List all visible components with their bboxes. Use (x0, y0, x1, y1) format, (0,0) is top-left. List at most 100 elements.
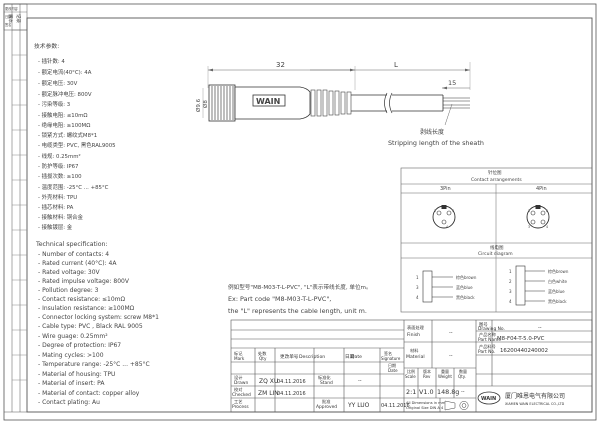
spec-en-item: - Pollution degree: 3 (38, 287, 99, 294)
tb-sign-cn: 签名 (384, 350, 392, 356)
tb-qty-en: Qty (259, 356, 267, 361)
tb-note-dimensions: All Dimensions in mm (406, 401, 446, 405)
tb-mark-en: Mark (234, 356, 245, 361)
example-line-en1: Ex: Part code "M8-M03-T-L-PVC", (228, 295, 331, 303)
circuit-4pin-num: 2 (509, 279, 512, 284)
margin-label-record: 记录 (15, 14, 22, 23)
tb-weight-value: 148.8g (437, 388, 459, 396)
strip-length-en: Stripping length of the sheath (388, 139, 484, 147)
company-name-en: XIAMEN WAIN ELECTRICAL CO.,LTD (505, 402, 565, 406)
spec-en-item: - Material of contact: copper alloy (38, 390, 140, 397)
spec-en-item: - Material of insert: PA (38, 380, 105, 387)
tb-date-en: Date (351, 354, 362, 360)
circuit-header-en: Circuit diagram (478, 251, 513, 257)
tb-checked-en: Checked (232, 392, 251, 398)
spec-en-title: Technical specification: (35, 241, 107, 248)
svg-text:2: 2 (546, 209, 548, 213)
strip-leader-line (444, 103, 453, 126)
tb-rev-en: Rev (423, 374, 431, 379)
revision-block: 更改内容 日期 签名 (3, 3, 28, 31)
spec-en-item: - Connector locking system: screw M8*1 (38, 314, 159, 321)
svg-text:1: 1 (434, 209, 436, 213)
tb-partname-cn: 产品名称 (479, 331, 496, 338)
circuit-4pin-wire: 黑色black (548, 298, 567, 304)
circuit-4pin-num: 3 (509, 289, 512, 294)
spec-cn-item: - 额定脉冲电压: 800V (38, 90, 92, 98)
tb-scale-value: 2:1 (406, 388, 416, 396)
circuit-header-cn: 线电图 (490, 244, 504, 251)
circuit-diagram-4pin: 1 2 3 4 棕色brown 白色white 蓝色blue 黑色black (509, 265, 569, 306)
tb-finish-cn: 表面处理 (407, 324, 425, 331)
svg-text:3: 3 (528, 225, 530, 229)
tb-drawn-cn: 设计 (234, 374, 242, 381)
tb-weight-en: Weight (438, 374, 452, 379)
spec-cn-item: - 接触电阻: ≤10mΩ (38, 111, 88, 119)
circuit-3pin-num: 1 (416, 275, 419, 280)
circuit-4pin-wire: 棕色brown (548, 268, 569, 274)
spec-en-item: - Number of contacts: 4 (38, 251, 109, 258)
tb-checked-date: 04.11.2016 (277, 391, 306, 397)
tb-weight-cn: 重量 (441, 368, 449, 374)
spec-cn-item: - 接触材料: 铜合金 (38, 213, 84, 221)
connector-drawing: 32 L 15 Ø9.6 Ø8 WAIN (195, 61, 484, 147)
spec-en-item: - Insulation resistance: ≥100MΩ (38, 305, 135, 312)
title-block-text: 标记 Mark 处数 Qty 更改单号 Description 日期 Date … (232, 322, 565, 411)
dimension-L-label: L (394, 61, 398, 69)
tb-drawn-date: 04.11.2016 (277, 379, 306, 385)
example-line-en2: the "L" represents the cable length, uni… (228, 307, 367, 315)
contact-arrangement-panel: 针位图 Contact arrangements 3Pin 4Pin 1 3 4… (400, 167, 593, 313)
tb-date-cn: 日期 (345, 354, 355, 360)
spec-cn-item: - 防护等级: IP67 (38, 162, 78, 170)
tb-rev-cn: 版本 (423, 368, 431, 374)
circuit-4pin-num: 4 (509, 299, 512, 304)
spec-cn-title: 技术参数: (34, 42, 59, 50)
tb-finish-en: Finish (407, 332, 420, 338)
left-margin-strip: 版本 记录 (4, 4, 27, 413)
pin-face-3pin: 1 3 4 (432, 205, 456, 229)
spec-en-item: - Rated impulse voltage: 800V (38, 278, 130, 285)
title-block (230, 319, 593, 413)
outer-frame (3, 3, 597, 421)
contacts-col-3pin: 3Pin (440, 186, 451, 192)
circuit-diagram-3pin: 1 3 4 棕色brown 蓝色blue 黑色black (416, 270, 477, 303)
spec-cn-item: - 插芯材料: PA (38, 203, 74, 211)
spec-cn-item: - 线规: 0.25mm² (38, 152, 81, 160)
tb-stand-en: Stand (320, 380, 333, 386)
svg-text:3: 3 (452, 209, 454, 213)
tb-stand-cn: 标准化 (318, 374, 331, 381)
tb-qty2-value: -- (461, 389, 465, 395)
tb-sign-en: Signature (381, 356, 401, 361)
tb-partno-en: Part No. (478, 349, 495, 355)
contacts-header-en: Contact arrangements (471, 177, 522, 183)
example-note: 例如型号"M8-M03-T-L-PVC", "L"表示带线长度, 单位m。 Ex… (228, 283, 372, 315)
spec-cn-item: - 锁紧方式: 螺纹式M8*1 (38, 131, 97, 139)
rev-col-change: 更改内容 (5, 6, 19, 11)
tb-partno-cn: 产品料号 (479, 343, 496, 350)
tb-description-en: Description (299, 354, 325, 360)
diameter-8-label: Ø8 (202, 100, 209, 108)
arrow-left-icon (442, 86, 447, 90)
svg-text:4: 4 (546, 225, 548, 229)
margin-label-version: 版本 (7, 14, 14, 23)
tb-process-cn: 工艺 (234, 399, 242, 404)
tb-material-en: Material (406, 354, 425, 360)
spec-en-item: - Material of housing: TPU (38, 371, 115, 378)
tb-stand-value: -- (358, 378, 362, 384)
dimension-32-label: 32 (276, 61, 285, 69)
circuit-4pin-num: 1 (509, 269, 512, 274)
projection-symbol-icon (444, 400, 469, 411)
company-logo: WAIN (477, 391, 501, 405)
tb-partname-en: Part Name (478, 337, 501, 343)
spec-cn-block: 技术参数: - 插针数: 4 - 额定电流(40°C): 4A - 额定电压: … (34, 42, 116, 231)
circuit-3pin-wire: 黑色black (456, 294, 475, 300)
diameter-96-label: Ø9.6 (195, 98, 202, 112)
spec-en-item: - Temperature range: -25°C ... +85°C (38, 361, 150, 368)
spec-en-item: - Cable type: PVC , Black RAL 9005 (38, 323, 143, 330)
tb-qty2-en: Qty. (458, 374, 466, 379)
arrow-left-icon (208, 68, 213, 72)
rev-col-date: 日期 (5, 14, 11, 19)
circuit-3pin-wire: 棕色brown (456, 274, 477, 280)
tb-qty-cn: 处数 (258, 350, 267, 357)
circuit-3pin-num: 3 (416, 285, 419, 290)
company-logo-text: WAIN (481, 396, 496, 402)
